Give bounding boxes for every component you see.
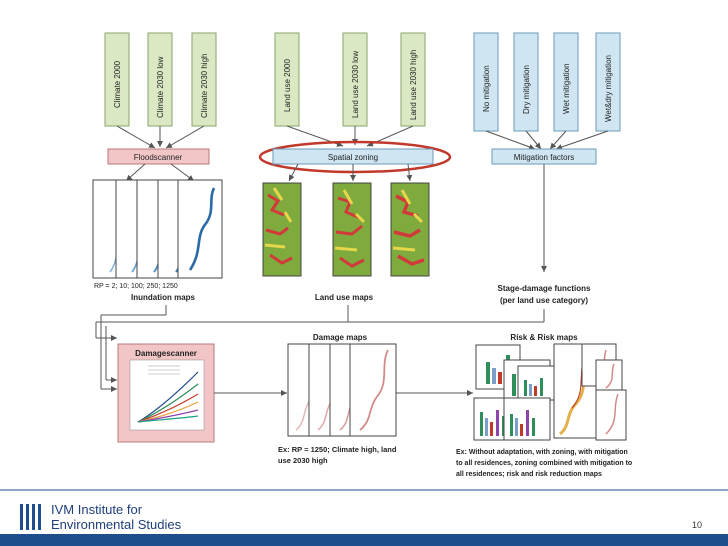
- climate-2000-label: Climate 2000: [113, 60, 122, 108]
- wet-dry-mitigation-label: Wet&dry mitigation: [604, 55, 613, 122]
- stage-damage-label-1: Stage-damage functions: [498, 284, 591, 293]
- floodscanner-label: Floodscanner: [134, 153, 183, 162]
- institute-logo: IVM Institute for Environmental Studies: [20, 502, 181, 532]
- landuse-map-thumbnails: [262, 182, 430, 277]
- dry-mitigation-label: Dry mitigation: [522, 65, 531, 114]
- landuse-2030-low-label: Land use 2030 low: [351, 51, 360, 118]
- damagescanner-label: Damagescanner: [135, 349, 197, 358]
- risk-maps-label: Risk & Risk maps: [510, 333, 578, 342]
- floodscanner-box: [107, 148, 210, 165]
- damage-maps-label: Damage maps: [313, 333, 368, 342]
- risk-caption-2: to all residences, zoning combined with …: [456, 460, 632, 467]
- landuse-2030-high-box: [400, 32, 426, 127]
- mitigation-factors-label: Mitigation factors: [514, 153, 574, 162]
- damage-map-stack: [287, 343, 397, 437]
- landuse-maps-label: Land use maps: [315, 293, 374, 302]
- process-connectors: [125, 163, 547, 272]
- climate-2030-low-label: Climate 2030 low: [156, 56, 165, 118]
- logo-bars-icon: [20, 504, 41, 530]
- damage-caption-2: use 2030 high: [278, 456, 328, 465]
- risk-caption-1: Ex: Without adaptation, with zoning, wit…: [456, 449, 628, 456]
- risk-caption-3: all residences; risk and risk reduction …: [456, 471, 602, 478]
- no-mitigation-label: No mitigation: [482, 65, 491, 112]
- institute-name-line1: IVM Institute for: [51, 502, 143, 517]
- page-number: 10: [692, 520, 703, 530]
- inundation-map-stack: [92, 179, 223, 279]
- institute-name-line2: Environmental Studies: [51, 517, 182, 532]
- spatial-zoning-label: Spatial zoning: [328, 153, 378, 162]
- landuse-2000-box: [274, 32, 300, 127]
- footer-bar: [0, 534, 728, 546]
- damage-caption-1: Ex: RP = 1250; Climate high, land: [278, 445, 397, 454]
- landuse-inputs: Land use 2000 Land use 2030 low Land use…: [274, 32, 426, 127]
- climate-2030-high-label: Climate 2030 high: [200, 54, 209, 118]
- landuse-2000-label: Land use 2000: [283, 59, 292, 112]
- spatial-zoning-highlight: [258, 140, 452, 174]
- climate-inputs: Climate 2000 Climate 2030 low Climate 20…: [104, 32, 217, 127]
- risk-map-collage: [473, 343, 627, 441]
- climate-2000-box: [104, 32, 130, 127]
- mitigation-inputs: No mitigation Dry mitigation Wet mitigat…: [473, 32, 621, 132]
- wet-mitigation-label: Wet mitigation: [562, 63, 571, 114]
- wet-dry-mitigation-box: [595, 32, 621, 132]
- dry-mitigation-box: [513, 32, 539, 132]
- landuse-2030-high-label: Land use 2030 high: [409, 50, 418, 120]
- routing-lines: [95, 305, 545, 392]
- damagescanner-panel: Damagescanner: [117, 343, 215, 443]
- stage-damage-label-2: (per land use category): [500, 296, 588, 305]
- inundation-maps-label: Inundation maps: [131, 293, 196, 302]
- rp-list-label: RP = 2; 10; 100; 250; 1250: [94, 283, 178, 290]
- climate-2030-low-box: [147, 32, 173, 127]
- stage-damage-chart: [129, 359, 205, 431]
